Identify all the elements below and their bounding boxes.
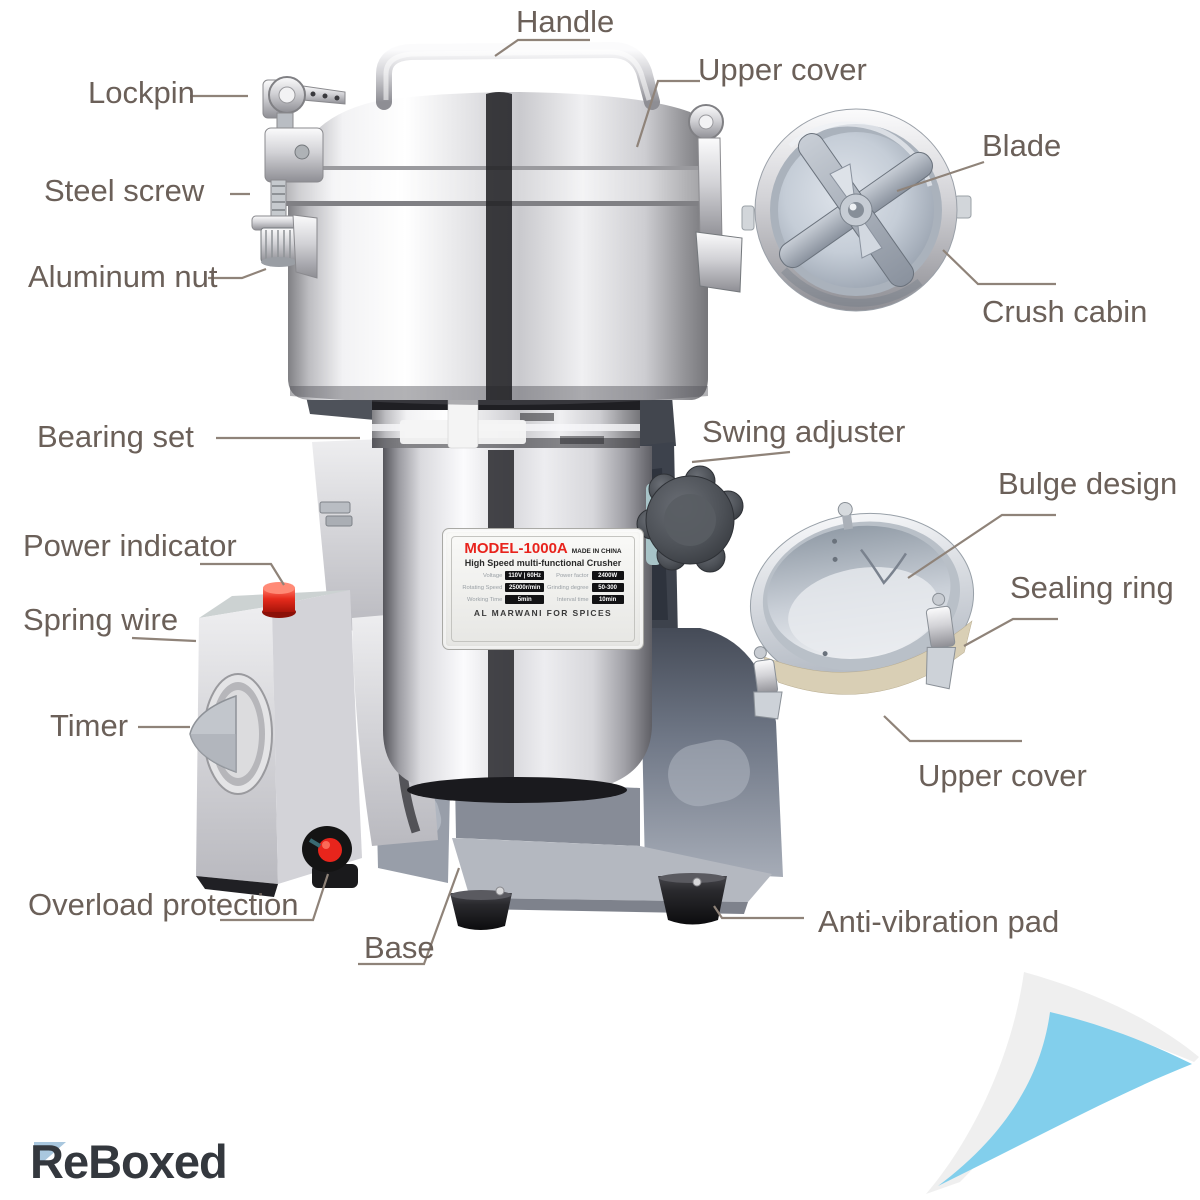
power-indicator-light (262, 582, 296, 618)
nameplate-subtitle: High Speed multi-functional Crusher (464, 558, 622, 568)
callout-swing-adjuster: Swing adjuster (702, 414, 906, 449)
handle (376, 41, 660, 110)
crush-cabin-inset (741, 108, 972, 312)
timer-knob (189, 673, 273, 795)
spec-value: 5min (505, 595, 545, 604)
callout-bulge-design: Bulge design (998, 466, 1178, 501)
callout-power-indicator: Power indicator (23, 528, 237, 563)
callout-anti-vibration-pad: Anti-vibration pad (818, 904, 1060, 939)
logo-accent-triangle (34, 1142, 66, 1170)
control-box (189, 582, 362, 897)
pan-clamp-right (925, 592, 957, 690)
callout-crush-cabin: Crush cabin (982, 294, 1148, 329)
nameplate-specs: Voltage 110V | 60Hz Power factor 2400W R… (456, 571, 630, 604)
callout-bearing-set: Bearing set (37, 419, 194, 454)
spec-label: Working Time (467, 596, 503, 603)
pan-clamp-left (753, 646, 783, 720)
nameplate: MODEL-1000A MADE IN CHINA High Speed mul… (442, 528, 644, 650)
nameplate-origin: MADE IN CHINA (571, 548, 622, 555)
swing-adjuster-knob (636, 465, 744, 573)
nameplate-footer: AL MARWANI FOR SPICES (473, 608, 613, 618)
callout-lockpin: Lockpin (88, 75, 195, 110)
spec-value: 10min (591, 595, 624, 604)
callout-steel-screw: Steel screw (44, 173, 205, 208)
callout-upper-cover-top: Upper cover (698, 52, 867, 87)
callout-blade: Blade (982, 128, 1062, 163)
spec-label: Voltage (483, 572, 503, 579)
nameplate-inner: MODEL-1000A MADE IN CHINA High Speed mul… (451, 536, 635, 642)
spec-label: Power factor (556, 572, 589, 579)
nameplate-model: MODEL-1000A (464, 540, 568, 557)
leader-lines (131, 38, 1058, 966)
right-clamp (688, 104, 743, 293)
spec-value: 2400W (591, 571, 624, 580)
upper-cover-inset (749, 501, 975, 720)
pot (251, 41, 743, 405)
page-curl (926, 972, 1199, 1194)
callout-base: Base (364, 930, 435, 965)
spec-label: Grinding degree (547, 584, 589, 591)
overload-protection-button (302, 826, 352, 872)
spec-value: 25000r/min (505, 583, 545, 592)
callout-sealing-ring: Sealing ring (1010, 570, 1174, 605)
callout-overload-protection: Overload protection (28, 887, 299, 922)
callout-timer: Timer (50, 708, 129, 743)
brand-logo: ReBoxed (30, 1135, 228, 1188)
lockpin-assembly (251, 76, 346, 279)
spec-value: 50-300 (591, 583, 624, 592)
spec-value: 110V | 60Hz (505, 571, 545, 580)
bearing-set (372, 395, 640, 449)
callout-handle: Handle (516, 4, 615, 39)
spec-label: Interval time (557, 596, 589, 603)
callout-spring-wire: Spring wire (23, 602, 179, 637)
callout-upper-cover-side: Upper cover (918, 758, 1087, 793)
anti-vibration-feet (450, 873, 727, 930)
spec-label: Rotating Speed (462, 584, 503, 591)
callout-aluminum-nut: Aluminum nut (28, 259, 218, 294)
